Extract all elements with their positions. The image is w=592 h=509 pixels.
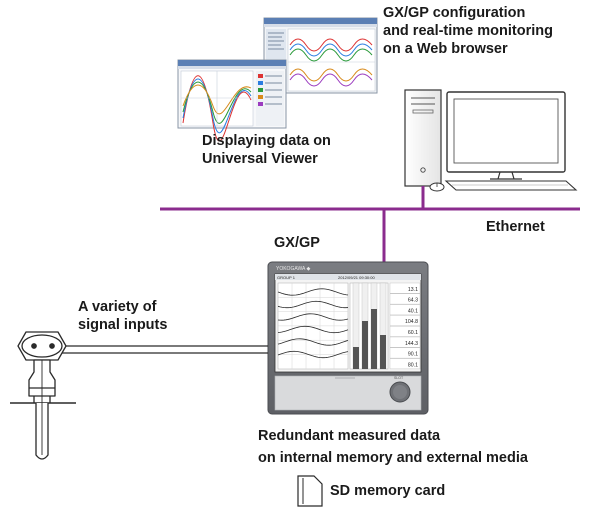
trend-wave bbox=[277, 325, 349, 334]
gxgp-label: GX/GP bbox=[274, 235, 320, 251]
channel-value: 90.1 bbox=[408, 352, 418, 358]
channel-value: 104.8 bbox=[405, 319, 418, 325]
channel-value-panel: 13.1 64.3 40.1 104.8 60.1 144.3 90.1 80.1 bbox=[389, 282, 421, 370]
channel-value: 80.1 bbox=[408, 362, 418, 368]
channel-value: 144.3 bbox=[405, 341, 418, 347]
thermocouple-sensor bbox=[10, 331, 76, 460]
signal-inputs-label: A variety of signal inputs bbox=[78, 299, 168, 333]
bargraph-bar bbox=[371, 309, 377, 369]
viewer-window-front bbox=[177, 59, 287, 142]
pc-tower bbox=[404, 89, 442, 187]
channel-value: 60.1 bbox=[408, 330, 418, 336]
bargraph-bar bbox=[380, 335, 386, 369]
trend-grid bbox=[278, 283, 348, 369]
svg-text:SLOT: SLOT bbox=[394, 376, 404, 380]
universal-viewer-screens bbox=[177, 17, 378, 142]
channel-value: 64.3 bbox=[408, 298, 418, 304]
trend-wave bbox=[277, 300, 349, 309]
channel-value: 13.1 bbox=[408, 287, 418, 293]
trend-waves bbox=[277, 288, 349, 359]
pc-computer bbox=[404, 89, 578, 192]
pc-mouse bbox=[429, 182, 445, 192]
bargraph-bar bbox=[362, 321, 368, 369]
redundant-data-label: Redundant measured data on internal memo… bbox=[258, 428, 528, 466]
recorder-brand-logo: YOKOGAWA ◆ bbox=[276, 266, 310, 272]
universal-viewer-label: Displaying data on Universal Viewer bbox=[202, 133, 331, 167]
trend-wave bbox=[277, 338, 349, 346]
signal-input-lines bbox=[38, 345, 268, 354]
recorder-header-date: 2012/09/21 09:30:00 bbox=[338, 275, 375, 280]
bargraph-bars bbox=[352, 282, 387, 370]
ethernet-label: Ethernet bbox=[486, 219, 545, 235]
pc-keyboard bbox=[444, 180, 578, 191]
web-browser-label: GX/GP configuration and real-time monito… bbox=[383, 5, 553, 57]
trend-wave bbox=[277, 288, 349, 296]
sd-card-icon bbox=[297, 475, 323, 507]
recorder-header-title: GROUP 1 bbox=[277, 275, 296, 280]
ethernet-network bbox=[160, 186, 580, 262]
channel-value: 40.1 bbox=[408, 308, 418, 314]
trend-wave bbox=[277, 313, 349, 321]
gxgp-recorder: YOKOGAWA ◆ GROUP 1 2012/09/21 09:30:00 1… bbox=[267, 261, 429, 415]
trend-wave bbox=[277, 350, 349, 359]
pc-monitor bbox=[446, 91, 566, 180]
bargraph-bar bbox=[353, 347, 359, 369]
sd-memory-card-label: SD memory card bbox=[330, 483, 446, 499]
